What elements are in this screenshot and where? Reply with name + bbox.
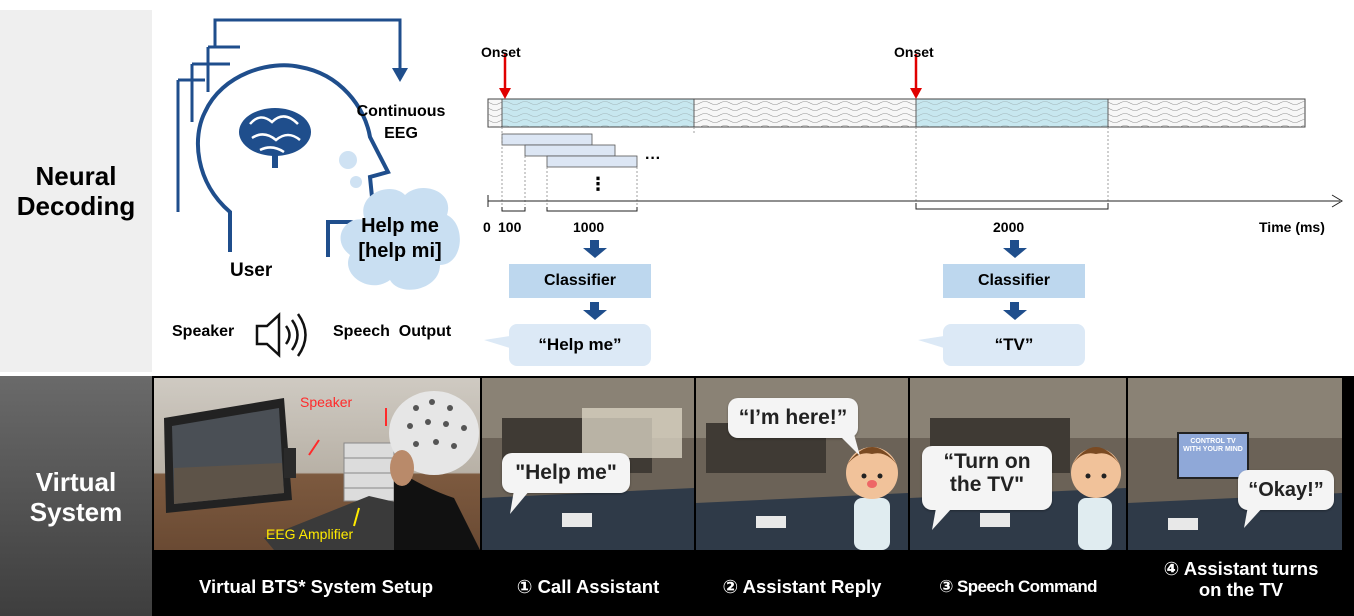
- sliding-window-1: [501, 133, 593, 146]
- caption-step-1: ① Call Assistant: [516, 576, 660, 597]
- speech-bubble-3: “Turn on the TV": [922, 446, 1052, 510]
- output-bubble-2-tail: [918, 336, 944, 348]
- room-scene-3: “Turn on the TV": [910, 378, 1126, 550]
- neural-decoding-label-panel: [0, 10, 152, 372]
- speech-bubble-1: "Help me": [502, 453, 630, 493]
- down-arrows-1: [583, 240, 607, 320]
- eeg-arrowhead: [392, 68, 408, 82]
- virtual-system-title: Virtual System: [29, 467, 123, 527]
- speaker-device: [284, 448, 296, 478]
- tv-screen: [1177, 432, 1249, 479]
- room-scene-4: CONTROL TV WITH YOUR MIND “Okay!”: [1128, 378, 1342, 550]
- assistant-avatar: [846, 447, 898, 550]
- room-scene-2: “I’m here!”: [696, 378, 908, 550]
- onset-label-2: Onset: [894, 44, 934, 60]
- ellipsis-horizontal: ···: [645, 150, 661, 167]
- thought-dot-small: [350, 176, 362, 188]
- classifier-box-2: Classifier: [943, 264, 1085, 298]
- caption-setup: Virtual BTS* System Setup: [198, 576, 434, 597]
- sliding-window-2: [524, 144, 616, 157]
- classifier-box-1: Classifier: [509, 264, 651, 298]
- output-bubble-2: “TV”: [943, 324, 1085, 366]
- tick-1000: 1000: [573, 219, 605, 235]
- caption-step-4: ④ Assistant turns on the TV: [1163, 558, 1319, 601]
- neural-decoding-title: Neural Decoding: [16, 161, 136, 221]
- tv-text: CONTROL TV WITH YOUR MIND: [1183, 438, 1243, 453]
- bracket-2000: [915, 203, 1109, 210]
- continuous-eeg-label: Continuous EEG: [356, 103, 446, 142]
- room-scene-1: "Help me": [482, 378, 694, 550]
- speech-bubble-4: “Okay!”: [1238, 470, 1334, 510]
- bracket-1000: [546, 207, 638, 212]
- time-axis-label: Time (ms): [1259, 219, 1325, 235]
- output-bubble-1-shape: [484, 336, 510, 348]
- tick-100: 100: [498, 219, 522, 235]
- user-body: [394, 468, 480, 550]
- bracket-100: [501, 207, 526, 212]
- caption-step-2: ② Assistant Reply: [722, 576, 882, 597]
- assistant-avatar: [1071, 447, 1121, 550]
- caption-step-3: ③ Speech Command: [939, 577, 1097, 596]
- sliding-window-3: [546, 155, 638, 168]
- onset-label-1: Onset: [481, 44, 521, 60]
- speech-bubble-2: “I’m here!”: [728, 398, 858, 438]
- speaker-icon: [255, 312, 307, 358]
- speaker-label: Speaker: [172, 323, 235, 340]
- tick-0: 0: [483, 219, 491, 235]
- setup-speaker-label: Speaker: [300, 394, 353, 410]
- setup-amplifier-label: EEG Amplifier: [266, 526, 354, 542]
- speech-output-label: Speech Output: [333, 323, 452, 340]
- ellipsis-vertical: ⋮: [589, 174, 607, 194]
- neural-decoding-band: [0, 0, 1354, 372]
- brain-icon: [239, 108, 311, 168]
- virtual-system-label-panel: [0, 376, 152, 616]
- thought-dot-large: [339, 151, 357, 169]
- user-label: User: [230, 260, 273, 281]
- tick-2000: 2000: [993, 219, 1025, 235]
- eeg-amplifier: [343, 442, 395, 502]
- output-bubble-1: “Help me”: [509, 324, 651, 366]
- setup-photo: Speaker EEG Amplifier: [154, 378, 480, 550]
- guide-lines: [501, 127, 1109, 205]
- eeg-arrow: [213, 18, 402, 70]
- down-arrows-2: [1003, 240, 1027, 320]
- thought-cloud: [340, 187, 460, 290]
- thought-text: Help me [help mi]: [358, 215, 442, 262]
- eeg-cap: [389, 391, 479, 475]
- eeg-timeline: [487, 54, 1343, 212]
- eeg-channel-frames: [176, 45, 240, 212]
